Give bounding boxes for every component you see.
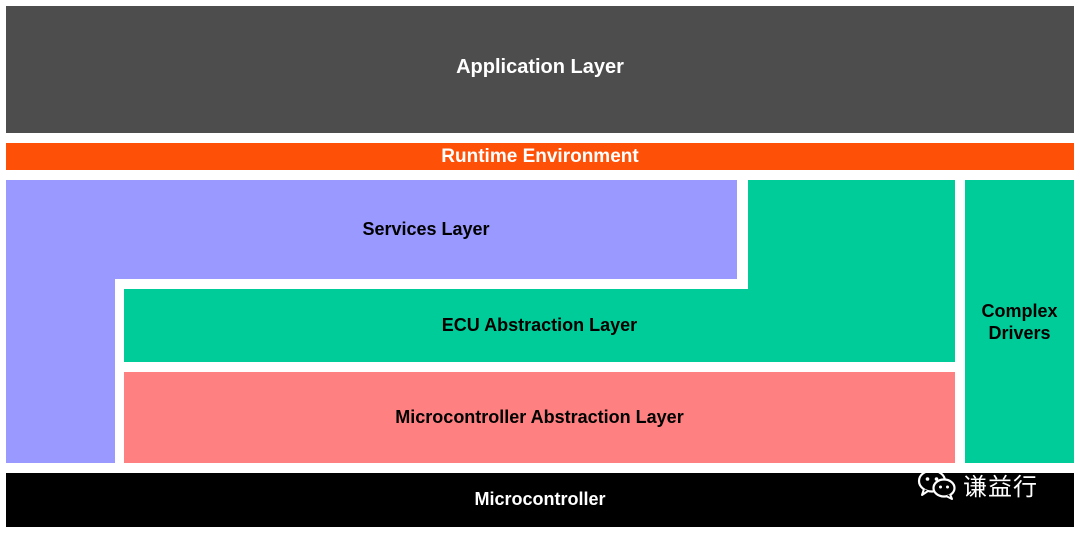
- complex-drivers-label-line2: Drivers: [988, 323, 1051, 343]
- complex-drivers-block: Complex Drivers: [965, 180, 1074, 463]
- microcontroller-label: Microcontroller: [474, 489, 606, 509]
- services-layer-block-top: [6, 180, 737, 279]
- services-layer-label: Services Layer: [362, 219, 490, 239]
- complex-drivers-label-line1: Complex: [981, 301, 1058, 321]
- application-layer-label: Application Layer: [456, 56, 624, 78]
- wechat-icon: [917, 469, 956, 500]
- watermark-text: 谦益行: [963, 472, 1038, 501]
- application-layer-block: Application Layer: [6, 6, 1074, 133]
- ecu-abstraction-layer-label: ECU Abstraction Layer: [441, 315, 638, 335]
- runtime-environment-label: Runtime Environment: [441, 146, 639, 167]
- watermark: 谦益行: [917, 466, 1038, 502]
- microcontroller-abstraction-layer-label: Microcontroller Abstraction Layer: [395, 407, 684, 427]
- microcontroller-block: Microcontroller: [6, 473, 1074, 527]
- ecu-abstraction-layer-block-top: [748, 180, 955, 289]
- services-layer-block-left: [6, 279, 115, 463]
- complex-drivers-label: Complex Drivers: [965, 300, 1074, 344]
- runtime-environment-block: Runtime Environment: [6, 143, 1074, 170]
- microcontroller-abstraction-layer-block: Microcontroller Abstraction Layer: [124, 372, 955, 463]
- ecu-abstraction-layer-block: [124, 289, 955, 362]
